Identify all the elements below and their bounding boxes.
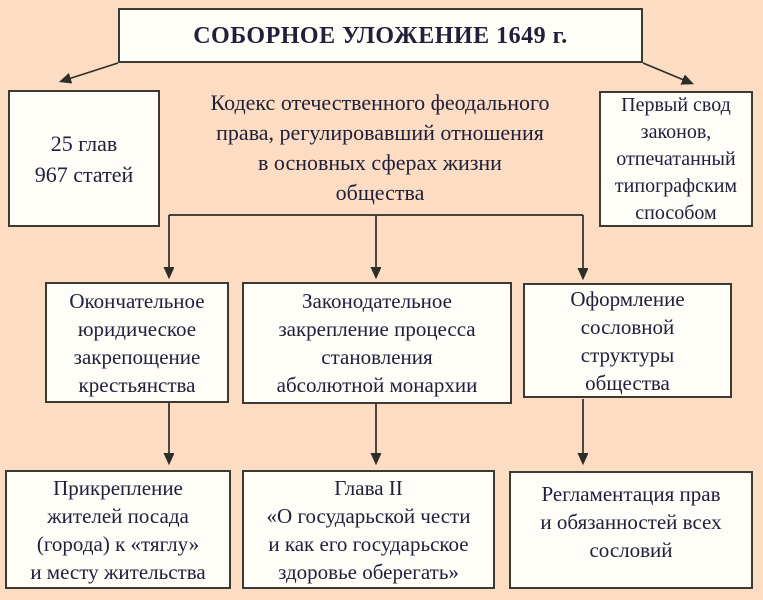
outcome-serfdom-box: Окончательное юридическое закрепощение к…	[45, 282, 229, 403]
detail-posad-box: Прикрепление жителей посада (города) к «…	[5, 470, 231, 589]
title-box: СОБОРНОЕ УЛОЖЕНИЕ 1649 г.	[118, 8, 643, 63]
arrow-title-to-stats	[62, 62, 119, 81]
arrow-title-to-printed-note	[642, 62, 691, 83]
outcome-monarchy-box: Законодательное закрепление процесса ста…	[242, 282, 512, 404]
stats-box: 25 глав 967 статей	[8, 90, 160, 227]
detail-estates-rights-box: Регламентация прав и обязанностей всех с…	[509, 471, 753, 589]
description-text: Кодекс отечественного феодального права,…	[210, 90, 550, 205]
detail-chapter2-box: Глава II «О государьской чести и как его…	[242, 470, 495, 589]
printed-note-box: Первый свод законов, отпечатанный типогр…	[599, 91, 753, 227]
outcome-estates-box: Оформление сословной структуры общества	[523, 283, 732, 398]
